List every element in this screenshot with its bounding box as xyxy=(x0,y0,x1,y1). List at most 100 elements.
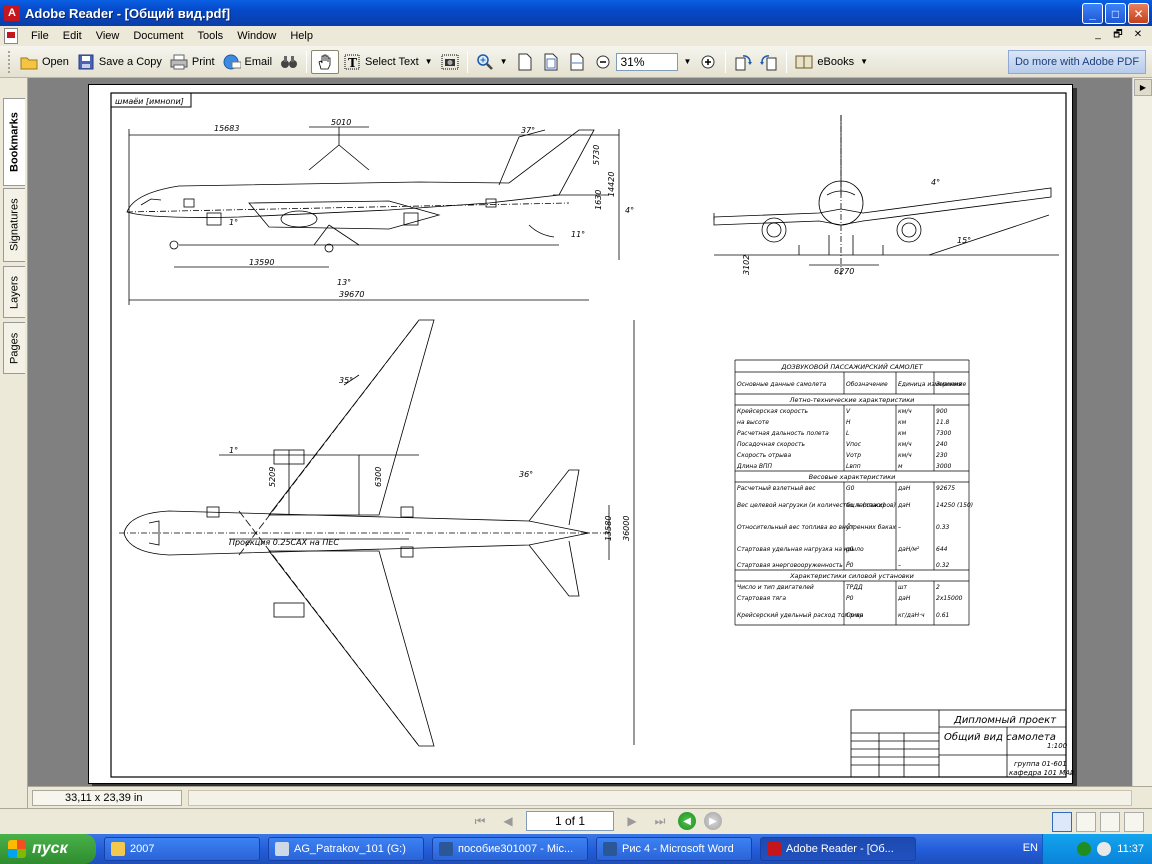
ebooks-button[interactable]: eBooks ▼ xyxy=(791,50,872,74)
table-cell: 0.61 xyxy=(936,612,949,619)
menu-help[interactable]: Help xyxy=(290,30,313,42)
search-button[interactable] xyxy=(276,50,302,74)
snapshot-button[interactable] xyxy=(437,50,463,74)
email-button[interactable]: Email xyxy=(219,50,277,74)
fit-width-button[interactable] xyxy=(564,50,590,74)
doc-restore-button[interactable]: 🗗 xyxy=(1113,29,1123,40)
table-cell: 2x15000 xyxy=(936,595,963,602)
horizontal-scrollbar[interactable] xyxy=(188,789,1132,806)
zoom-in-button[interactable] xyxy=(695,50,721,74)
chevron-down-icon[interactable]: ▼ xyxy=(499,57,508,66)
rotate-counterclockwise-button[interactable] xyxy=(756,50,782,74)
dim-label: 13580 xyxy=(604,516,613,541)
taskbar-button[interactable]: пособие301007 - Mic... xyxy=(432,837,588,861)
menu-tools[interactable]: Tools xyxy=(197,30,224,42)
tray-app-icon[interactable] xyxy=(1097,842,1112,856)
continuous-facing-layout-icon[interactable] xyxy=(1124,812,1144,832)
table-cell: Крейсерский удельный расход топлива xyxy=(737,612,864,619)
rotate-page-icon xyxy=(734,53,753,71)
table-cell: кг/даН·ч xyxy=(898,612,925,619)
table-header: Значение xyxy=(936,381,967,388)
fit-page-button[interactable] xyxy=(538,50,564,74)
facing-layout-icon[interactable] xyxy=(1100,812,1120,832)
start-label: пуск xyxy=(32,840,68,857)
table-cell: Число и тип двигателей xyxy=(737,584,814,591)
task-app-icon xyxy=(275,842,289,856)
table-cell: даН xyxy=(897,595,911,602)
taskbar-button[interactable]: 2007 xyxy=(104,837,260,861)
tab-pages[interactable]: Pages xyxy=(3,322,25,374)
menu-edit[interactable]: Edit xyxy=(62,30,82,42)
actual-size-button[interactable] xyxy=(512,50,538,74)
previous-view-icon[interactable]: ◀ xyxy=(678,812,696,830)
continuous-layout-icon[interactable] xyxy=(1076,812,1096,832)
windows-logo-icon xyxy=(8,840,26,858)
pdf-document-icon[interactable] xyxy=(4,28,18,44)
binoculars-icon xyxy=(280,53,298,71)
dim-label: 13590 xyxy=(249,258,274,267)
maximize-button[interactable]: □ xyxy=(1105,3,1126,24)
start-button[interactable]: пуск xyxy=(0,834,96,864)
tab-bookmarks[interactable]: Bookmarks xyxy=(3,98,25,186)
close-button[interactable]: ✕ xyxy=(1128,3,1149,24)
specifications-table: ДОЗВУКОВОЙ ПАССАЖИРСКИЙ САМОЛЕТОсновные … xyxy=(734,359,973,626)
taskbar-button[interactable]: Рис 4 - Microsoft Word xyxy=(596,837,752,861)
previous-page-icon[interactable]: ◀ xyxy=(503,814,513,828)
navigation-panel: Bookmarks Signatures Layers Pages xyxy=(0,78,28,808)
vertical-scrollbar[interactable]: ▶ xyxy=(1132,78,1152,786)
rotate-clockwise-button[interactable] xyxy=(730,50,756,74)
dim-label: 1° xyxy=(229,446,238,455)
table-cell: даН xyxy=(897,502,911,509)
network-icon[interactable] xyxy=(1077,842,1092,856)
select-text-button[interactable]: T Select Text ▼ xyxy=(339,50,437,74)
zoom-level-input[interactable] xyxy=(615,52,678,71)
page-size-text: 33,11 x 23,39 in xyxy=(65,791,143,804)
taskbar-button[interactable]: Adobe Reader - [Об... xyxy=(760,837,916,861)
menu-file[interactable]: File xyxy=(31,30,49,42)
front-view xyxy=(713,115,1059,275)
table-cell: км xyxy=(898,430,907,437)
next-view-icon[interactable]: ▶ xyxy=(704,812,722,830)
hand-tool-button[interactable] xyxy=(311,49,340,74)
dim-label: 37° xyxy=(521,126,535,135)
menu-document[interactable]: Document xyxy=(133,30,184,42)
doc-minimize-button[interactable]: _ xyxy=(1095,29,1101,40)
open-button[interactable]: Open xyxy=(16,50,73,74)
menu-view[interactable]: View xyxy=(95,30,120,42)
adobe-reader-icon: A xyxy=(4,5,20,21)
chevron-down-icon[interactable]: ▼ xyxy=(424,57,433,66)
page-size-bar: 33,11 x 23,39 in xyxy=(28,786,1152,808)
minimize-button[interactable]: _ xyxy=(1082,3,1103,24)
menu-window[interactable]: Window xyxy=(237,30,277,42)
page-number-field[interactable]: 1 of 1 xyxy=(526,811,614,831)
language-indicator[interactable]: EN xyxy=(1022,842,1038,854)
task-label: 2007 xyxy=(130,843,155,855)
taskbar-button[interactable]: AG_Patrakov_101 (G:) xyxy=(268,837,424,861)
title-bar[interactable]: A Adobe Reader - [Общий вид.pdf] _ □ ✕ xyxy=(0,0,1152,26)
single-page-layout-icon[interactable] xyxy=(1052,812,1072,832)
zoom-dropdown[interactable]: ▼ xyxy=(678,50,696,74)
task-label: Рис 4 - Microsoft Word xyxy=(622,843,734,855)
table-cell: 230 xyxy=(936,452,948,459)
doc-close-button[interactable]: ✕ xyxy=(1133,29,1143,40)
scroll-right-icon[interactable]: ▶ xyxy=(1134,79,1152,96)
do-more-adobe-pdf-button[interactable]: Do more with Adobe PDF xyxy=(1008,50,1146,74)
windows-taskbar: пуск 2007 AG_Patrakov_101 (G:) пособие3010… xyxy=(0,834,1152,864)
chevron-down-icon[interactable]: ▼ xyxy=(860,57,869,66)
next-page-icon[interactable]: ▶ xyxy=(627,814,637,828)
tab-layers[interactable]: Layers xyxy=(3,266,25,318)
document-view[interactable]: шмаёи [имноnи] xyxy=(28,78,1132,786)
dim-label: 1° xyxy=(229,218,238,227)
last-page-icon[interactable]: ⏭ xyxy=(654,813,666,828)
first-page-icon[interactable]: ⏮ xyxy=(474,813,486,828)
stamp-department: кафедра 101 МАИ xyxy=(1009,769,1074,777)
save-copy-button[interactable]: Save a Copy xyxy=(73,50,166,74)
table-cell: км/ч xyxy=(898,441,912,448)
table-section-title: Характеристики силовой установки xyxy=(789,572,914,580)
tab-signatures[interactable]: Signatures xyxy=(3,188,25,262)
print-button[interactable]: Print xyxy=(166,50,219,74)
toolbar-grip[interactable] xyxy=(8,50,12,73)
zoom-out-button[interactable] xyxy=(590,50,616,74)
zoom-in-tool-button[interactable]: ▼ xyxy=(472,50,512,74)
dim-label: 35° xyxy=(339,376,353,385)
